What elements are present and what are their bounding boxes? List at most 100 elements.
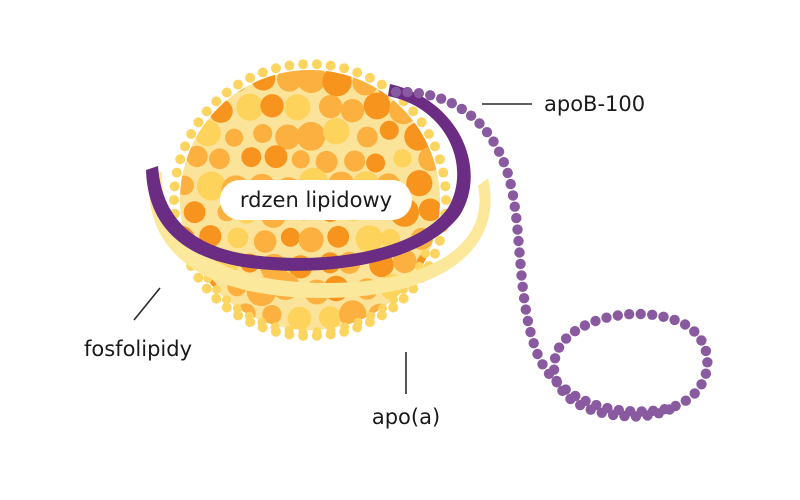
apoa-bead — [474, 118, 485, 129]
phospholipid-bead — [298, 327, 308, 337]
phospholipid-bead — [434, 154, 445, 165]
lipid-droplet — [253, 230, 277, 253]
phospholipid-bead — [270, 63, 281, 74]
phospholipid-bead — [221, 302, 232, 313]
phospholipid-bead — [408, 106, 419, 117]
apoa-bead — [696, 335, 707, 346]
phospholipids-leader-line — [133, 287, 161, 321]
apoa-bead — [579, 320, 591, 331]
phospholipid-bead — [233, 310, 244, 321]
apoa-bead — [513, 235, 524, 247]
phospholipid-bead — [270, 322, 280, 332]
lipid-droplet — [183, 201, 206, 224]
apoa-bead — [537, 359, 548, 370]
phospholipid-bead — [222, 295, 231, 305]
lipid-droplet — [241, 147, 262, 168]
lipid-droplet — [196, 171, 226, 201]
lipid-droplet — [180, 175, 194, 196]
lipid-droplet — [296, 121, 326, 151]
phospholipid-bead — [364, 72, 375, 83]
lipid-droplet — [236, 93, 264, 121]
phospholipid-bead — [169, 181, 180, 192]
apoa-bead — [700, 345, 712, 357]
phospholipid-bead — [340, 322, 350, 332]
apoa-bead — [689, 326, 700, 337]
lipid-droplet — [315, 150, 338, 173]
apoa-bead — [522, 315, 534, 327]
phospholipid-bead — [212, 285, 222, 295]
apoa-bead — [518, 293, 530, 304]
phospholipid-bead — [312, 327, 322, 337]
phospholipid-bead — [186, 129, 197, 139]
apoa-bead — [505, 178, 516, 190]
apoa-bead — [532, 348, 543, 360]
phospholipid-bead — [420, 249, 430, 259]
phospholipid-bead — [221, 87, 232, 98]
apoa-bead — [575, 399, 586, 411]
core-label-background — [220, 180, 412, 220]
apoa-bead — [507, 190, 519, 201]
lipid-droplet — [260, 94, 284, 118]
apoa-bead — [635, 308, 646, 320]
apoa-bead — [520, 304, 531, 315]
phospholipid-bead — [257, 67, 268, 78]
phospholipid-bead — [416, 117, 427, 128]
phospholipid-bead — [245, 72, 256, 83]
lipid-droplet — [264, 145, 288, 169]
apoa-bead — [509, 201, 520, 212]
apoa-bead — [689, 388, 700, 399]
apoa-bead — [596, 407, 607, 418]
phospholipid-bead — [339, 63, 350, 74]
apoa-bead — [493, 146, 505, 157]
apoa-bead — [549, 353, 561, 364]
phospholipids-label: fosfolipidy — [84, 337, 192, 361]
lipid-droplet — [209, 148, 230, 170]
apoa-bead — [624, 309, 635, 320]
apoa-bead — [436, 93, 447, 104]
apoa-bead — [702, 357, 713, 368]
phospholipid-bead — [434, 235, 445, 246]
lipid-droplet — [225, 128, 244, 147]
apoa-bead — [551, 375, 562, 387]
phospholipid-bead — [193, 117, 204, 128]
phospholipid-bead — [398, 293, 409, 304]
phospholipid-bead — [438, 167, 449, 178]
lipid-droplet — [227, 227, 249, 249]
phospholipid-bead — [171, 167, 182, 178]
apoa-bead — [700, 368, 712, 379]
lipid-droplet — [275, 124, 301, 150]
phospholipid-bead — [233, 79, 244, 90]
apoa-bead — [607, 409, 619, 421]
lipid-droplet — [318, 94, 343, 119]
lipid-droplet — [418, 198, 440, 222]
phospholipid-bead — [180, 141, 190, 152]
apoa-bead — [514, 247, 525, 258]
phospholipid-bead — [353, 317, 363, 327]
phospholipid-bead — [430, 248, 440, 259]
phospholipid-bead — [378, 304, 388, 313]
lipid-droplet — [422, 307, 440, 328]
apoa-bead — [658, 311, 669, 322]
phospholipid-bead — [325, 60, 336, 71]
apoa-bead — [669, 314, 680, 326]
apoa-bead — [569, 326, 581, 337]
phospholipid-bead — [441, 195, 451, 205]
lipid-droplet — [200, 72, 219, 92]
lipid-droplet — [366, 153, 386, 173]
phospholipid-bead — [440, 181, 451, 192]
lipid-droplet — [406, 170, 433, 197]
apoa-bead — [601, 312, 612, 323]
phospholipid-bead — [201, 283, 212, 294]
apoa-bead — [390, 86, 402, 98]
lipid-droplet — [186, 145, 208, 168]
phospholipid-bead — [284, 325, 294, 335]
apoa-bead — [653, 408, 664, 419]
lipid-droplet — [284, 94, 311, 121]
lipid-droplet — [392, 249, 417, 274]
phospholipid-bead — [389, 295, 398, 305]
lipid-droplet — [322, 117, 350, 145]
lipid-droplet — [355, 225, 384, 253]
apoa-bead — [402, 86, 413, 98]
apoa-bead — [619, 410, 630, 422]
